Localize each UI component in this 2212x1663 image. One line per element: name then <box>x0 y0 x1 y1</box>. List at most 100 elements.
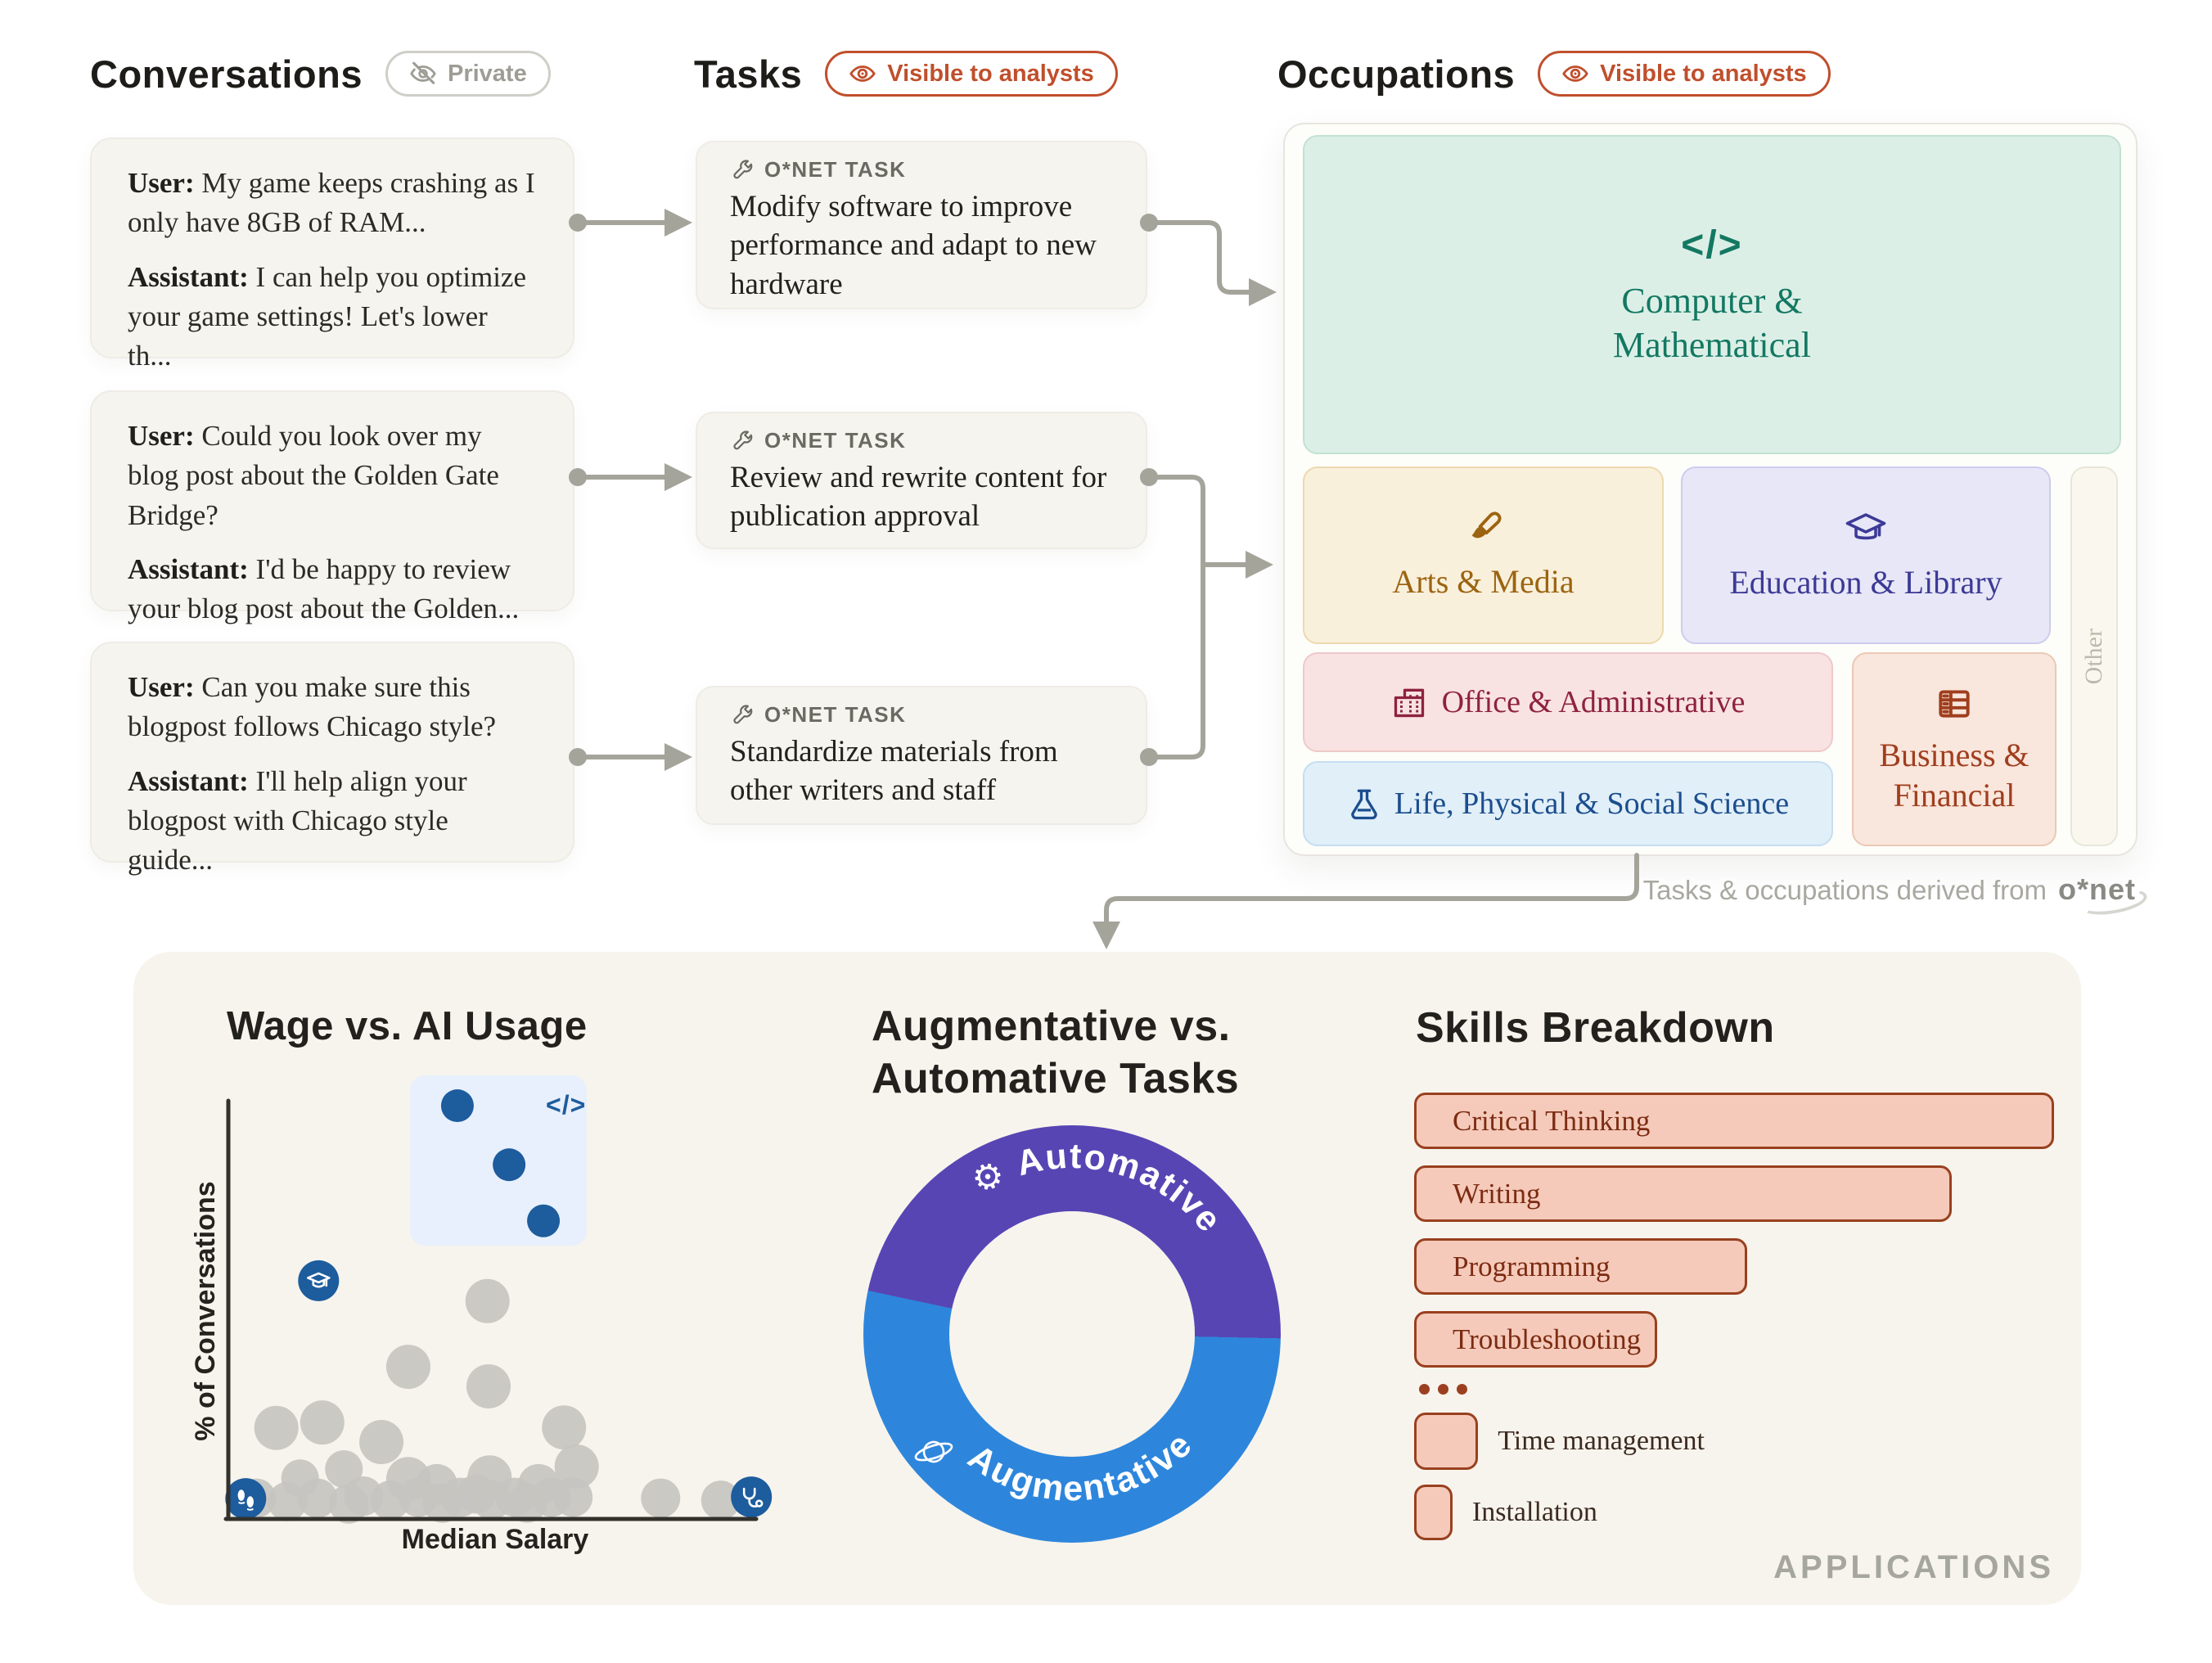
occupations-header: Occupations Visible to analysts <box>1277 51 1831 97</box>
occupation-computer-mathematical: </> Computer & Mathematical <box>1303 135 2121 454</box>
task-card: O*NET TASK Standardize materials from ot… <box>696 686 1147 825</box>
svg-text:Augmentative: Augmentative <box>961 1424 1200 1509</box>
arrowhead <box>665 463 692 491</box>
user-label: User: <box>128 167 195 199</box>
gear-icon: ⚙ <box>965 1151 1013 1203</box>
skill-bar-critical-thinking: Critical Thinking <box>1414 1093 2054 1149</box>
onet-task-label: O*NET TASK <box>764 702 907 727</box>
source-note-text: Tasks & occupations derived from <box>1642 875 2047 905</box>
tasks-title: Tasks <box>694 52 803 96</box>
connector-task1-occupations <box>1147 220 1251 295</box>
skill-bar-programming: Programming <box>1414 1238 1747 1295</box>
visible-to-analysts-badge: Visible to analysts <box>825 51 1118 97</box>
private-badge-label: Private <box>447 60 527 87</box>
stethoscope-data-point <box>731 1476 773 1518</box>
occupation-office-administrative: Office & Administrative <box>1303 652 1833 752</box>
occupation-label: Mathematical <box>1613 324 1811 365</box>
code-icon: </> <box>546 1090 586 1120</box>
occupation-label: Life, Physical & Social Science <box>1394 786 1790 821</box>
augmentative-label: Augmentative <box>961 1424 1200 1509</box>
donut-chart-title: Augmentative vs. Automative Tasks <box>872 1003 1240 1103</box>
donut-hole <box>949 1211 1195 1457</box>
arrowhead <box>1249 278 1277 306</box>
occupations-title: Occupations <box>1277 52 1516 96</box>
assistant-text: I can help you optimize your game settin… <box>128 260 526 372</box>
flask-icon <box>1351 789 1377 820</box>
eye-icon <box>849 65 876 82</box>
user-label: User: <box>128 420 195 452</box>
assistant-label: Assistant: <box>128 260 249 293</box>
skill-bar-time-management <box>1414 1413 1479 1470</box>
user-label: User: <box>128 671 195 703</box>
conversations-title: Conversations <box>90 52 363 96</box>
x-axis-label: Median Salary <box>402 1524 589 1555</box>
occupation-life-physical-social-science: Life, Physical & Social Science <box>1303 761 1833 846</box>
arrowhead <box>1246 551 1273 579</box>
task-text: Modify software to improve performance a… <box>730 190 1097 301</box>
user-text: My game keeps crashing as I only have 8G… <box>128 167 535 239</box>
paintbrush-icon <box>1471 512 1502 539</box>
private-badge: Private <box>385 51 551 97</box>
visible-to-analysts-badge: Visible to analysts <box>1538 51 1831 97</box>
conversation-card: User: My game keeps crashing as I only h… <box>90 137 574 372</box>
assistant-label: Assistant: <box>128 552 249 585</box>
occupation-education-library: Education & Library <box>1681 466 2051 644</box>
eye-off-icon <box>410 61 436 84</box>
applications-footer-label: APPLICATIONS <box>1773 1549 2054 1585</box>
occupation-business-financial: Business & Financial <box>1852 652 2057 846</box>
wage-scatter-chart: </> % of Conversations Median Salary <box>190 1075 773 1555</box>
arrowhead <box>1092 922 1120 949</box>
visible-badge-label: Visible to analysts <box>1600 60 1807 87</box>
wage-chart-title: Wage vs. AI Usage <box>227 1004 588 1048</box>
graduation-cap-icon <box>1845 513 1886 540</box>
eye-icon <box>1562 65 1588 82</box>
occupation-other: Other <box>2070 466 2118 846</box>
user-text: Could you look over my blog post about t… <box>128 420 499 531</box>
skill-bar-troubleshooting: Troubleshooting <box>1414 1311 1658 1368</box>
occupation-label: Education & Library <box>1729 564 2003 602</box>
svg-text:⚙Automative: ⚙Automative <box>965 1137 1230 1241</box>
skill-bar-writing: Writing <box>1414 1165 1952 1222</box>
onet-logo: o*net <box>2058 872 2136 906</box>
user-text: Can you make sure this blogpost follows … <box>128 671 497 743</box>
code-icon: </> <box>1681 223 1743 267</box>
occupation-arts-media: Arts & Media <box>1303 466 1664 644</box>
conversation-card: User: Can you make sure this blogpost fo… <box>90 642 574 876</box>
task-text: Standardize materials from other writers… <box>730 735 1058 808</box>
source-note: Tasks & occupations derived from o*net <box>1637 872 2136 907</box>
education-data-point <box>298 1260 340 1301</box>
arrowhead <box>665 743 692 771</box>
conversation-card: User: Could you look over my blog post a… <box>90 390 574 624</box>
occupation-label: Other <box>2079 628 2107 685</box>
connector-occupations-applications <box>1104 853 1639 926</box>
skill-bar-installation <box>1414 1485 1453 1540</box>
occupation-label: Business & <box>1879 736 2030 773</box>
onet-task-label: O*NET TASK <box>764 157 907 182</box>
visible-badge-label: Visible to analysts <box>887 60 1094 87</box>
occupation-label: Computer & <box>1621 280 1803 321</box>
occupation-label: Office & Administrative <box>1441 684 1746 719</box>
assistant-text: I'd be happy to review your blog post ab… <box>128 552 520 625</box>
skills-bars: Critical Thinking Writing Programming Tr… <box>1414 1093 2061 1555</box>
planet-icon <box>914 1440 953 1463</box>
more-skills-ellipsis <box>1419 1384 2061 1395</box>
tasks-header: Tasks Visible to analysts <box>694 51 1118 97</box>
skill-row-installation: Installation <box>1414 1485 2061 1540</box>
ledger-table-icon <box>1939 690 1970 718</box>
assistant-text: I'll help align your blogpost with Chica… <box>128 764 467 877</box>
occupation-label: Financial <box>1893 776 2016 813</box>
donut-labels: ⚙Automative Augmentative <box>914 1137 1230 1509</box>
office-building-icon <box>1394 688 1424 718</box>
skills-title: Skills Breakdown <box>1416 1004 1775 1052</box>
task-text: Review and rewrite content for publicati… <box>730 461 1107 534</box>
occupation-label: Arts & Media <box>1392 563 1575 601</box>
wrench-icon <box>733 159 753 178</box>
task-card: O*NET TASK Review and rewrite content fo… <box>696 412 1147 549</box>
task-card: O*NET TASK Modify software to improve pe… <box>696 141 1147 309</box>
footsteps-data-point <box>225 1478 267 1520</box>
connector-task3-merge <box>1147 562 1205 759</box>
skill-row-time-management: Time management <box>1414 1413 2061 1470</box>
assistant-label: Assistant: <box>128 764 249 797</box>
occupations-panel: </> Computer & Mathematical Arts & Media… <box>1283 123 2138 856</box>
